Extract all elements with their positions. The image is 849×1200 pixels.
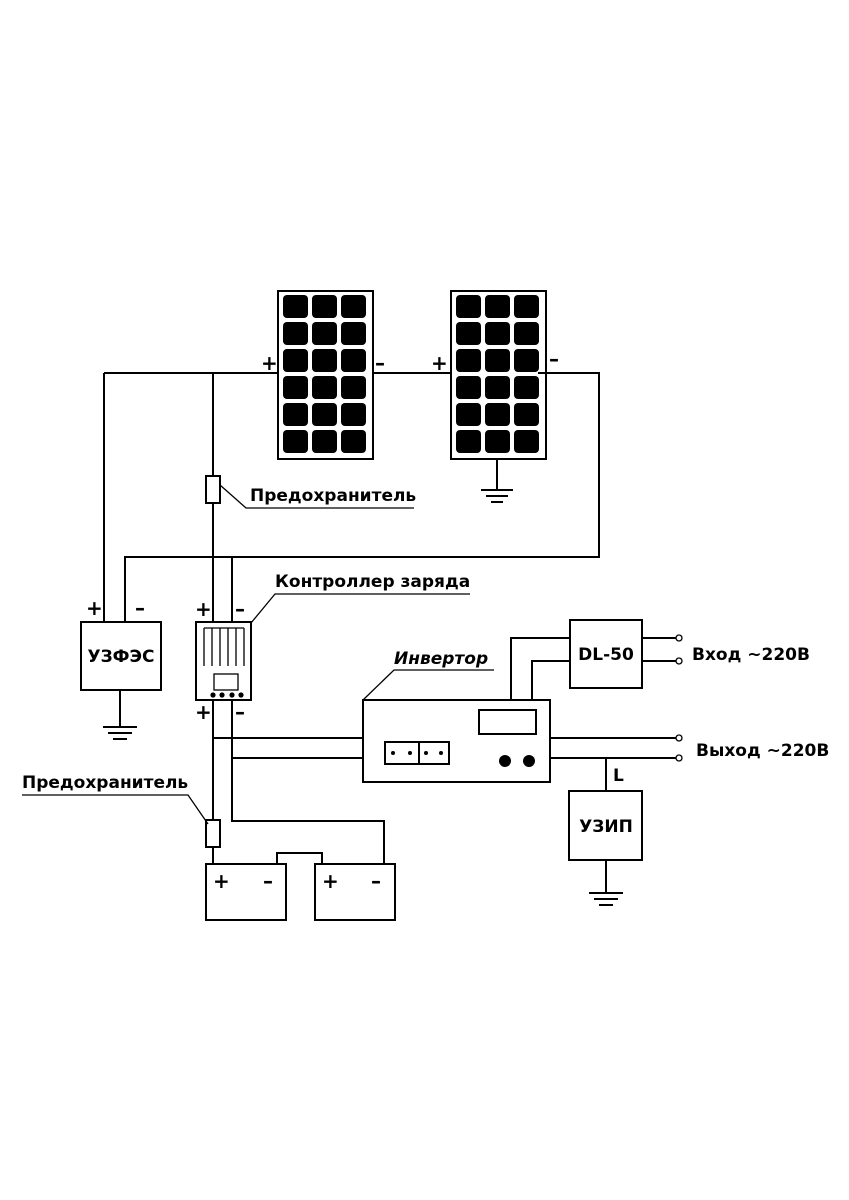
wires [103, 372, 676, 893]
input-label: Вход ~220В [692, 645, 810, 665]
solar-cell [283, 376, 308, 399]
controller-terminal-4 [238, 692, 244, 698]
solar-cell [283, 322, 308, 345]
charge-controller [195, 621, 252, 701]
solar-panel-2 [450, 290, 547, 460]
uzip-label: УЗИП [579, 817, 633, 837]
panel1-plus-sign: + [261, 351, 278, 375]
controller-terminal-2 [219, 692, 225, 698]
output-label: Выход ~220В [696, 741, 829, 761]
controller-heatsink [203, 627, 245, 666]
solar-cell [456, 295, 481, 318]
controller-in-plus-sign: + [195, 597, 212, 621]
solar-cell [283, 430, 308, 453]
dl50-box: DL-50 [569, 619, 643, 689]
battery2-minus-sign: – [371, 869, 381, 893]
solar-cell [312, 376, 337, 399]
controller-in-minus-sign: – [235, 597, 245, 621]
solar-cell [341, 430, 366, 453]
ground-symbol-uzfes [103, 726, 137, 740]
inverter-knob-right [523, 755, 535, 767]
solar-cell [514, 295, 539, 318]
controller-out-minus-sign: – [235, 700, 245, 724]
solar-cell [312, 430, 337, 453]
inverter-label: Инвертор [394, 649, 488, 669]
panel1-minus-sign: – [375, 351, 385, 375]
solar-panel-1 [277, 290, 374, 460]
controller-terminal-1 [210, 692, 216, 698]
solar-cell [341, 376, 366, 399]
controller-out-plus-sign: + [195, 700, 212, 724]
fuse-bottom [205, 819, 221, 848]
inverter-socket-right [418, 741, 450, 765]
fuse-top-leader [219, 484, 414, 509]
line-l-label: L [613, 766, 624, 786]
solar-cell [312, 322, 337, 345]
solar-cell [456, 376, 481, 399]
uzip-box: УЗИП [568, 790, 643, 861]
solar-cell [514, 322, 539, 345]
solar-cell [485, 430, 510, 453]
controller-label: Контроллер заряда [275, 572, 470, 592]
controller-terminal-3 [229, 692, 235, 698]
solar-cell [485, 349, 510, 372]
solar-cell [485, 403, 510, 426]
controller-display [213, 673, 239, 691]
solar-cell [312, 403, 337, 426]
controller-leader [250, 593, 470, 624]
battery-2: + – [314, 863, 396, 921]
battery-1: + – [205, 863, 287, 921]
solar-cell [341, 403, 366, 426]
solar-cell [514, 403, 539, 426]
dl50-label: DL-50 [578, 645, 634, 665]
inverter-knob-left [499, 755, 511, 767]
uzfes-plus-sign: + [86, 596, 103, 620]
inverter-display [478, 709, 537, 735]
solar-cell [456, 430, 481, 453]
panel2-plus-sign: + [431, 351, 448, 375]
solar-cell [341, 295, 366, 318]
fuse-bottom-label: Предохранитель [22, 773, 188, 793]
battery2-plus-sign: + [322, 869, 339, 893]
inverter-socket-left [384, 741, 420, 765]
ground-symbol-uzip [589, 892, 623, 906]
solar-cell [312, 295, 337, 318]
solar-cell [283, 295, 308, 318]
fuse-bottom-leader [22, 794, 209, 825]
solar-cell [312, 349, 337, 372]
inverter-box [362, 699, 551, 783]
fuse-top-label: Предохранитель [250, 486, 416, 506]
solar-cell [456, 322, 481, 345]
output-terminals [675, 734, 683, 762]
ground-symbol-panel [481, 489, 513, 503]
panel2-minus-sign: – [549, 347, 559, 371]
solar-cell [485, 322, 510, 345]
fuse-top [205, 475, 221, 504]
solar-cell [514, 376, 539, 399]
inverter-leader [362, 669, 494, 701]
solar-cell [341, 322, 366, 345]
solar-cell [514, 430, 539, 453]
solar-cell [341, 349, 366, 372]
solar-cell [485, 295, 510, 318]
solar-cell [283, 349, 308, 372]
battery1-minus-sign: – [263, 869, 273, 893]
uzfes-minus-sign: – [135, 596, 145, 620]
uzfes-label: УЗФЭС [88, 647, 155, 667]
solar-cell [514, 349, 539, 372]
battery1-plus-sign: + [213, 869, 230, 893]
input-terminals [675, 634, 683, 665]
solar-cell [456, 349, 481, 372]
solar-cell [485, 376, 510, 399]
solar-cell [283, 403, 308, 426]
uzfes-box: УЗФЭС [80, 621, 162, 691]
solar-cell [456, 403, 481, 426]
